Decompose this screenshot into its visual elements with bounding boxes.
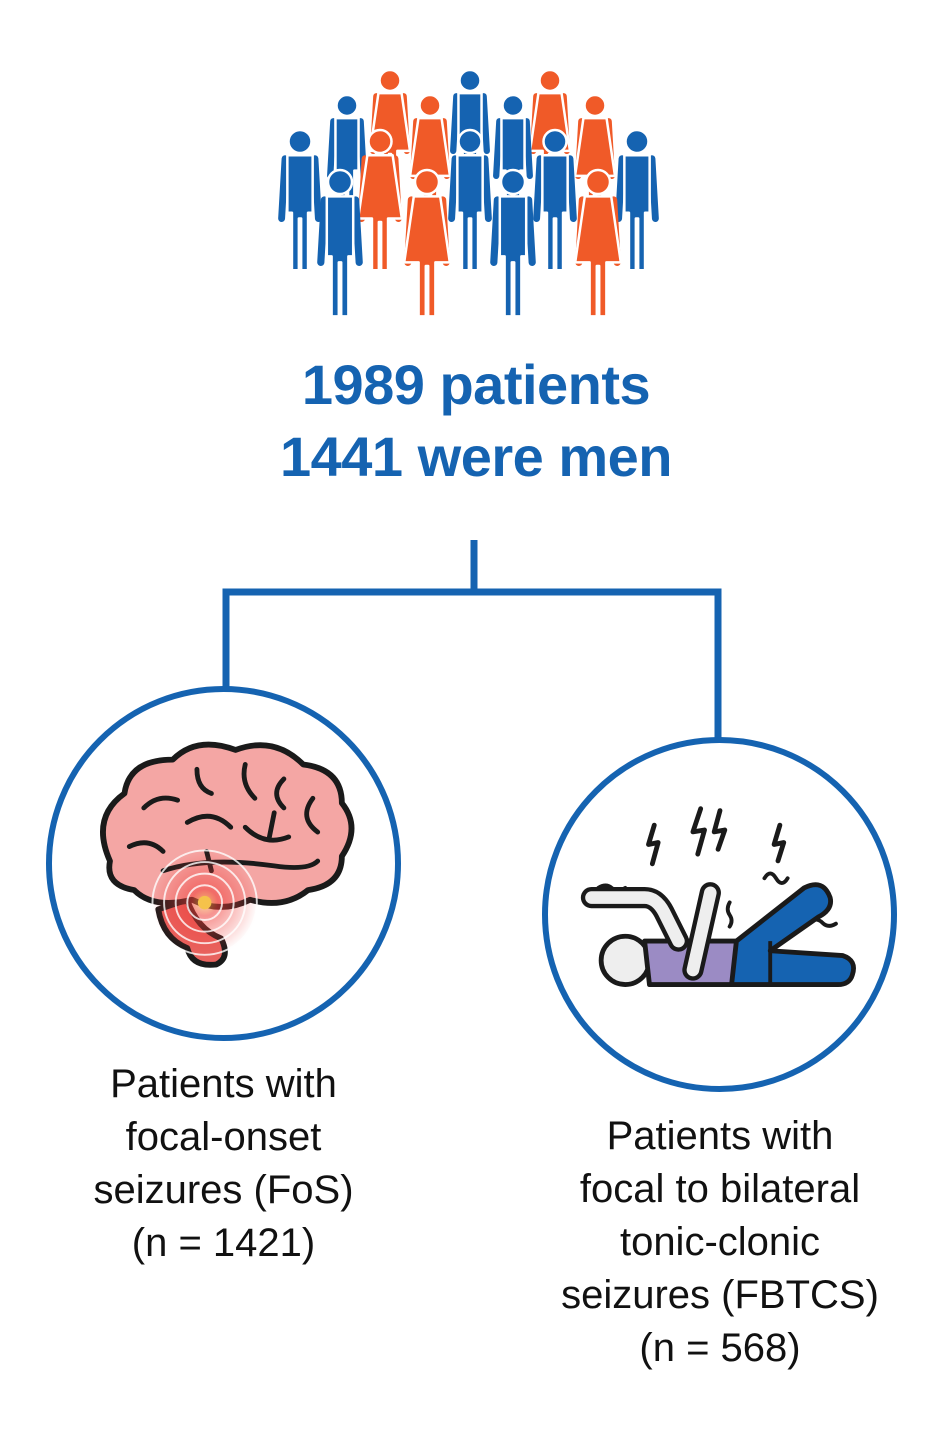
fbtcs-count: (n = 568): [639, 1326, 801, 1370]
fbtcs-circle: [542, 737, 897, 1092]
person-male-icon: [533, 128, 577, 272]
fbtcs-label-line: tonic-clonic: [619, 1220, 821, 1264]
person-male-icon: [278, 128, 322, 272]
person-female-icon: [402, 168, 452, 318]
total-patients: 1989 patients: [301, 353, 651, 416]
brain-icon: [100, 741, 355, 968]
men-count: 1441 were men: [280, 425, 672, 488]
fos-label: Patients with focal-onset seizures (FoS)…: [26, 1058, 421, 1270]
person-female-icon: [573, 168, 623, 318]
person-male-icon: [448, 128, 492, 272]
fos-label-line: focal-onset: [125, 1115, 322, 1159]
fos-label-line: Patients with: [110, 1062, 337, 1106]
fbtcs-label-line: Patients with: [606, 1114, 834, 1158]
person-male-icon: [490, 168, 536, 318]
people-crowd-icon: [278, 68, 659, 318]
person-male-icon: [615, 128, 659, 272]
fos-count: (n = 1421): [131, 1221, 316, 1265]
person-female-icon: [356, 128, 404, 272]
fbtcs-label: Patients with focal to bilateral tonic-c…: [500, 1110, 940, 1375]
fbtcs-label-line: focal to bilateral: [579, 1167, 861, 1211]
tree-connector: [222, 540, 722, 740]
fos-circle: [46, 686, 401, 1041]
fos-label-line: seizures (FoS): [93, 1168, 354, 1212]
person-male-icon: [317, 168, 363, 318]
seizure-person-icon: [580, 806, 856, 987]
fbtcs-label-line: seizures (FBTCS): [561, 1273, 879, 1317]
